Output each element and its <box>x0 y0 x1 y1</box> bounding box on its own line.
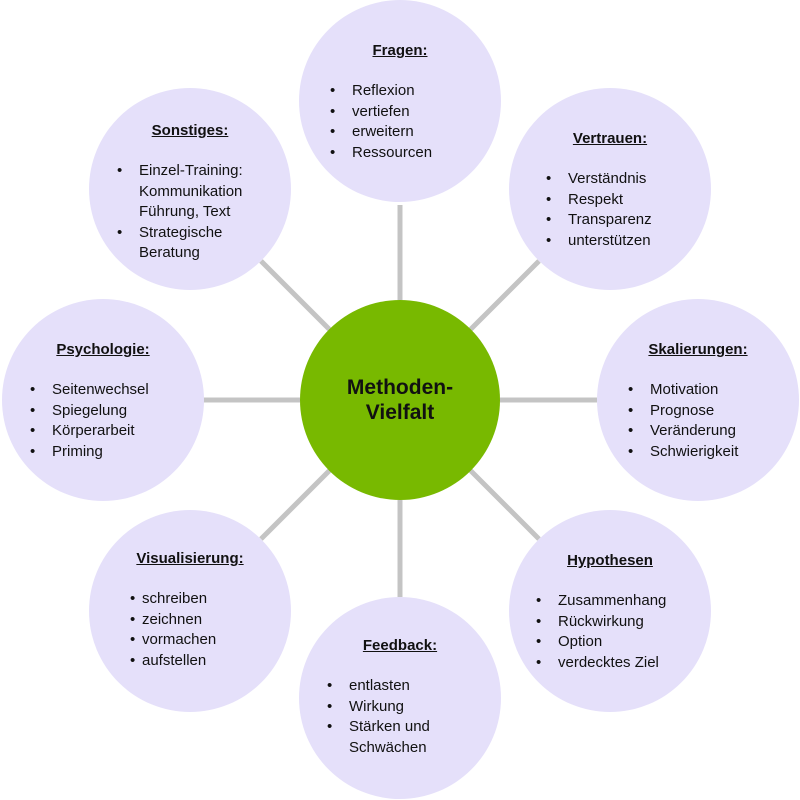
list-item: zeichnen <box>130 610 291 631</box>
connector-visualisierung <box>259 468 332 541</box>
list-item: unterstützen <box>546 231 711 252</box>
node-title-psychologie: Psychologie: <box>56 341 150 358</box>
node-title-hypothesen: Hypothesen <box>567 552 653 569</box>
center-title: Methoden- Vielfalt <box>346 376 454 424</box>
node-vertrauen: Vertrauen: Verständnis Respekt Transpare… <box>509 88 711 290</box>
list-item: schreiben <box>130 589 291 610</box>
node-list-feedback: entlasten Wirkung Stärken und Schwächen <box>327 676 501 758</box>
node-list-psychologie: Seitenwechsel Spiegelung Körperarbeit Pr… <box>30 380 204 463</box>
list-item: aufstellen <box>130 651 291 672</box>
node-list-hypothesen: Zusammenhang Rückwirkung Option verdeckt… <box>536 591 711 674</box>
node-title-visualisierung: Visualisierung: <box>136 550 244 567</box>
node-list-skalierungen: Motivation Prognose Veränderung Schwieri… <box>628 380 799 463</box>
list-item: Körperarbeit <box>30 421 204 442</box>
node-skalierungen: Skalierungen: Motivation Prognose Veränd… <box>597 299 799 501</box>
node-visualisierung: Visualisierung: schreiben zeichnen vorma… <box>89 510 291 712</box>
node-list-fragen: Reflexion vertiefen erweitern Ressourcen <box>330 81 501 164</box>
list-item: Spiegelung <box>30 401 204 422</box>
node-title-vertrauen: Vertrauen: <box>572 130 648 147</box>
list-item: Schwierigkeit <box>628 442 799 463</box>
list-item: Strategische Beratung <box>117 223 291 264</box>
node-title-fragen: Fragen: <box>372 42 428 59</box>
list-item: Reflexion <box>330 81 501 102</box>
connector-hypothesen <box>468 468 541 541</box>
list-item: Prognose <box>628 401 799 422</box>
list-item: verdecktes Ziel <box>536 653 711 674</box>
list-item: Veränderung <box>628 421 799 442</box>
center-node: Methoden- Vielfalt <box>300 300 500 500</box>
list-item: Priming <box>30 442 204 463</box>
list-item: Option <box>536 632 711 653</box>
list-item: vormachen <box>130 630 291 651</box>
connector-sonstiges <box>259 259 332 332</box>
node-title-sonstiges: Sonstiges: <box>151 122 229 139</box>
list-item: erweitern <box>330 122 501 143</box>
list-item: Wirkung <box>327 697 501 718</box>
node-psychologie: Psychologie: Seitenwechsel Spiegelung Kö… <box>2 299 204 501</box>
node-list-vertrauen: Verständnis Respekt Transparenz unterstü… <box>546 169 711 252</box>
list-item: Stärken und Schwächen <box>327 717 501 758</box>
list-item: Rückwirkung <box>536 612 711 633</box>
connector-vertrauen <box>468 259 541 332</box>
list-item: Seitenwechsel <box>30 380 204 401</box>
list-item: entlasten <box>327 676 501 697</box>
node-list-sonstiges: Einzel-Training: Kommunikation Führung, … <box>117 161 291 264</box>
node-title-skalierungen: Skalierungen: <box>648 341 748 358</box>
node-list-visualisierung: schreiben zeichnen vormachen aufstellen <box>130 589 291 672</box>
node-sonstiges: Sonstiges: Einzel-Training: Kommunikatio… <box>89 88 291 290</box>
node-fragen: Fragen: Reflexion vertiefen erweitern Re… <box>299 0 501 202</box>
list-item: Respekt <box>546 190 711 211</box>
list-item: Motivation <box>628 380 799 401</box>
list-item: Einzel-Training: Kommunikation Führung, … <box>117 161 291 223</box>
list-item: Verständnis <box>546 169 711 190</box>
list-item: Ressourcen <box>330 143 501 164</box>
node-hypothesen: Hypothesen Zusammenhang Rückwirkung Opti… <box>509 510 711 712</box>
list-item: Zusammenhang <box>536 591 711 612</box>
node-feedback: Feedback: entlasten Wirkung Stärken und … <box>299 597 501 799</box>
node-title-feedback: Feedback: <box>362 637 438 654</box>
list-item: Transparenz <box>546 210 711 231</box>
list-item: vertiefen <box>330 102 501 123</box>
